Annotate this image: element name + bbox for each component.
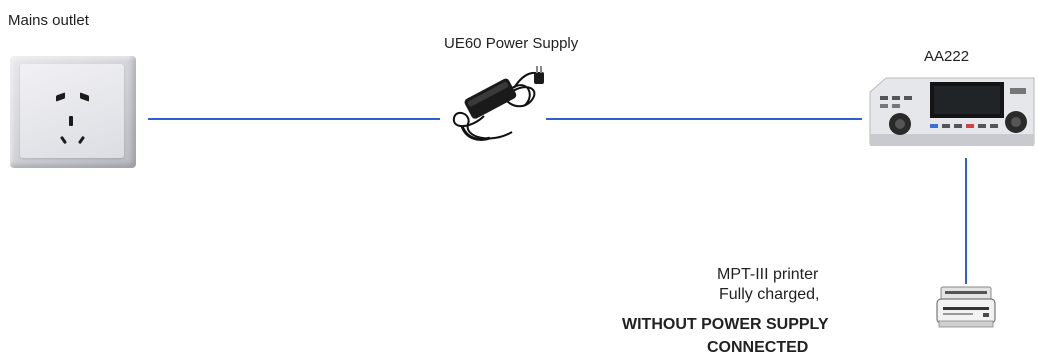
printer-label-line4: CONNECTED	[707, 339, 808, 357]
power-supply-label: UE60 Power Supply	[444, 35, 578, 52]
printer-icon	[935, 285, 997, 331]
wire-power-supply-to-device	[546, 118, 862, 120]
device-label: AA222	[924, 48, 969, 65]
mains-outlet-label: Mains outlet	[8, 12, 89, 29]
audiometer-icon	[866, 74, 1038, 152]
wall-socket-icon	[10, 56, 136, 168]
wire-outlet-to-power-supply	[148, 118, 440, 120]
power-adapter-icon	[432, 58, 548, 148]
printer-label-line2: Fully charged,	[719, 286, 820, 304]
wire-device-to-printer	[965, 158, 967, 284]
printer-label-line1: MPT-III printer	[717, 266, 818, 284]
printer-label-line3: WITHOUT POWER SUPPLY	[622, 316, 829, 334]
